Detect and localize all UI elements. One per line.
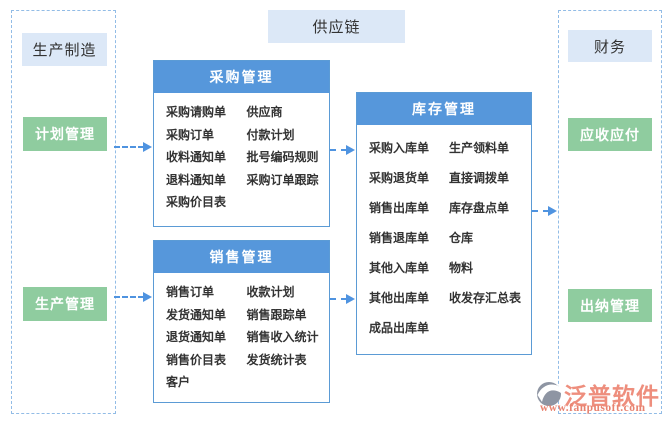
arrow-shaft — [330, 298, 347, 300]
module-item: 批号编码规则 — [246, 150, 319, 165]
arrowhead-icon — [346, 145, 355, 155]
arrowhead-icon — [143, 292, 152, 302]
arrow-shaft — [114, 296, 144, 298]
flow-arrow-sales-to-inventory — [330, 294, 355, 304]
module-item: 发货通知单 — [166, 307, 227, 322]
inventory-module-body: 采购入库单采购退货单销售出库单销售退库单其他入库单其他出库单成品出库单 生产领料… — [357, 125, 531, 343]
module-item: 成品出库单 — [369, 321, 430, 335]
arrowhead-icon — [346, 294, 355, 304]
cashier-management-chip: 出纳管理 — [568, 289, 652, 322]
module-item: 销售订单 — [166, 285, 215, 299]
inventory-left-column: 采购入库单采购退货单销售出库单销售退库单其他入库单其他出库单成品出库单 — [369, 133, 449, 343]
production-management-chip: 生产管理 — [23, 287, 107, 321]
module-item: 供应商 — [246, 105, 283, 119]
fanpu-logo-text: 泛普软件 — [564, 384, 660, 409]
production-manufacturing-label: 生产制造 — [22, 33, 107, 66]
sales-module-body: 销售订单发货通知单退货通知单销售价目表客户 收款计划销售跟踪单销售收入统计发货统… — [154, 273, 329, 394]
module-item: 收料通知单 — [166, 150, 227, 165]
arrowhead-icon — [548, 206, 557, 216]
fanpu-logo: 泛普软件 — [536, 377, 660, 411]
module-item: 退料通知单 — [166, 172, 227, 187]
inventory-right-column: 生产领料单直接调拨单库存盘点单仓库物料收发存汇总表 — [449, 133, 529, 343]
plan-management-chip: 计划管理 — [23, 117, 107, 151]
fanpu-logo-url: www.fanpusoft.com — [540, 402, 646, 414]
arrowhead-icon — [143, 142, 152, 152]
inventory-module: 库存管理 采购入库单采购退货单销售出库单销售退库单其他入库单其他出库单成品出库单… — [356, 92, 532, 355]
production-manufacturing-group — [11, 10, 116, 414]
sales-right-column: 收款计划销售跟踪单销售收入统计发货统计表 — [247, 281, 328, 394]
flow-arrow-inventory-to-finance — [532, 206, 557, 216]
module-item: 销售跟踪单 — [246, 307, 307, 322]
module-item: 退货通知单 — [166, 330, 227, 345]
module-item: 采购请购单 — [166, 105, 227, 119]
module-item: 销售出库单 — [369, 201, 430, 215]
module-item: 直接调拨单 — [449, 171, 510, 185]
module-item: 销售退库单 — [369, 231, 430, 245]
flow-arrow-plan-to-purchase — [114, 142, 152, 152]
finance-group — [558, 10, 662, 414]
module-item: 采购订单跟踪 — [246, 172, 319, 187]
flow-arrow-purchase-to-inventory — [330, 145, 355, 155]
module-item: 销售价目表 — [166, 352, 227, 367]
purchase-right-column: 供应商付款计划批号编码规则采购订单跟踪 — [247, 101, 328, 214]
module-item: 发货统计表 — [246, 352, 307, 367]
flow-arrow-production-to-sales — [114, 292, 152, 302]
module-item: 客户 — [166, 375, 191, 390]
sales-module-header: 销售管理 — [154, 241, 329, 273]
module-item: 采购订单 — [166, 127, 215, 142]
supply-chain-title: 供应链 — [268, 10, 405, 43]
module-item: 采购入库单 — [369, 141, 430, 155]
module-item: 采购价目表 — [166, 195, 227, 210]
purchase-module-header: 采购管理 — [154, 61, 329, 93]
receivable-payable-chip: 应收应付 — [568, 118, 652, 151]
module-item: 销售收入统计 — [246, 330, 319, 345]
fanpu-logo-icon — [536, 381, 562, 407]
module-item: 采购退货单 — [369, 171, 430, 185]
purchase-module: 采购管理 采购请购单采购订单收料通知单退料通知单采购价目表 供应商付款计划批号编… — [153, 60, 330, 227]
module-item: 付款计划 — [246, 127, 295, 142]
module-item: 其他出库单 — [369, 291, 430, 305]
arrow-shaft — [114, 146, 144, 148]
module-item: 收款计划 — [246, 285, 295, 299]
module-item: 物料 — [449, 261, 474, 275]
sales-left-column: 销售订单发货通知单退货通知单销售价目表客户 — [166, 281, 247, 394]
module-item: 生产领料单 — [449, 141, 510, 155]
module-item: 库存盘点单 — [449, 201, 510, 215]
module-item: 其他入库单 — [369, 261, 430, 275]
module-item: 收发存汇总表 — [449, 291, 522, 305]
arrow-shaft — [532, 210, 549, 212]
arrow-shaft — [330, 149, 347, 151]
module-item: 仓库 — [449, 231, 474, 245]
inventory-module-header: 库存管理 — [357, 93, 531, 125]
purchase-left-column: 采购请购单采购订单收料通知单退料通知单采购价目表 — [166, 101, 247, 214]
purchase-module-body: 采购请购单采购订单收料通知单退料通知单采购价目表 供应商付款计划批号编码规则采购… — [154, 93, 329, 214]
sales-module: 销售管理 销售订单发货通知单退货通知单销售价目表客户 收款计划销售跟踪单销售收入… — [153, 240, 330, 403]
finance-label: 财务 — [568, 30, 652, 62]
